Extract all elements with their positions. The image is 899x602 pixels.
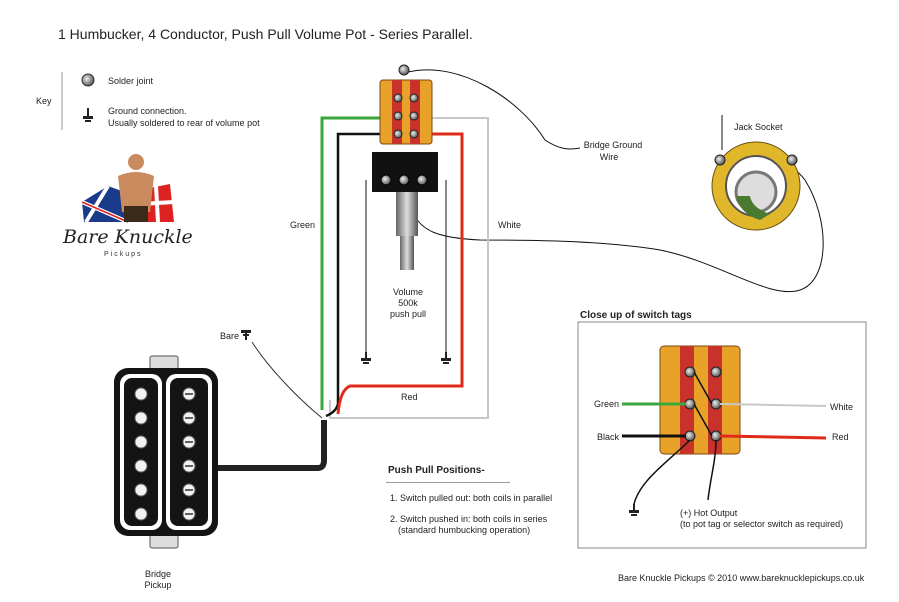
green-wire xyxy=(320,116,382,410)
slug-pole xyxy=(134,435,148,449)
pole-pieces xyxy=(134,387,196,521)
ground-label-line2: Usually soldered to rear of volume pot xyxy=(108,118,260,128)
volume-label-2: 500k xyxy=(398,298,418,308)
pickup-lead xyxy=(208,420,327,471)
volume-label-1: Volume xyxy=(392,287,424,297)
solder-joint-icon xyxy=(81,73,95,87)
closeup-white-wire xyxy=(719,403,827,407)
closeup-red-wire xyxy=(719,434,827,440)
closeup-green-label: Green xyxy=(594,399,620,409)
bridge-ground-label-1: Bridge Ground xyxy=(583,140,643,150)
brand-sub: Pickups xyxy=(104,251,143,258)
key-heading: Key xyxy=(36,96,52,106)
ground-label-line1: Ground connection. xyxy=(108,106,187,116)
label-red: Red xyxy=(401,392,418,402)
bridge-pickup-label-1: Bridge xyxy=(144,569,171,579)
ground-icon xyxy=(83,108,93,122)
closeup-black-label: Black xyxy=(597,432,620,442)
jack-socket-label: Jack Socket xyxy=(734,122,783,132)
key-legend xyxy=(61,72,95,130)
slug-pole xyxy=(134,459,148,473)
bridge-pickup-label-2: Pickup xyxy=(144,580,172,590)
humbucker-pickup xyxy=(114,355,218,549)
bridge-ground-wire xyxy=(407,69,581,150)
push-pull-item-2b: (standard humbucking operation) xyxy=(398,525,531,535)
slug-pole xyxy=(134,483,148,497)
slug-pole xyxy=(134,387,148,401)
closeup-switch xyxy=(659,345,741,455)
closeup-heading: Close up of switch tags xyxy=(580,310,692,321)
volume-pot xyxy=(372,152,438,270)
label-bare: Bare xyxy=(220,331,240,341)
push-pull-item-1: 1. Switch pulled out: both coils in para… xyxy=(390,493,553,503)
footer-credit: Bare Knuckle Pickups © 2010 www.bareknuc… xyxy=(618,573,865,583)
push-pull-switch xyxy=(379,64,433,145)
hot-output-label-1: (+) Hot Output xyxy=(680,508,738,518)
ground-icon xyxy=(441,352,451,364)
ground-icon xyxy=(241,330,251,340)
volume-label-3: push pull xyxy=(389,309,427,319)
slug-pole xyxy=(134,411,148,425)
push-pull-heading: Push Pull Positions- xyxy=(388,465,485,476)
closeup-white-label: White xyxy=(830,402,854,412)
label-white: White xyxy=(498,220,522,230)
jack-socket xyxy=(711,141,801,231)
label-green: Green xyxy=(290,220,316,230)
white-wire xyxy=(329,117,489,419)
bare-wire xyxy=(251,341,323,419)
ground-icon xyxy=(629,504,639,516)
red-wire xyxy=(336,132,464,415)
slug-pole xyxy=(134,507,148,521)
brand-logo xyxy=(81,154,175,224)
push-pull-item-2: 2. Switch pushed in: both coils in serie… xyxy=(390,514,548,524)
hot-output-wire xyxy=(411,155,824,292)
push-pull-divider xyxy=(386,482,510,483)
bridge-ground-label-2: Wire xyxy=(599,152,619,162)
closeup-red-label: Red xyxy=(832,432,849,442)
hot-output-label-2: (to pot tag or selector switch as requir… xyxy=(680,519,844,529)
ground-icon xyxy=(361,352,371,364)
brand-name: Bare Knuckle xyxy=(63,226,193,248)
diagram-title: 1 Humbucker, 4 Conductor, Push Pull Volu… xyxy=(58,26,473,42)
solder-joint-label: Solder joint xyxy=(108,76,154,86)
